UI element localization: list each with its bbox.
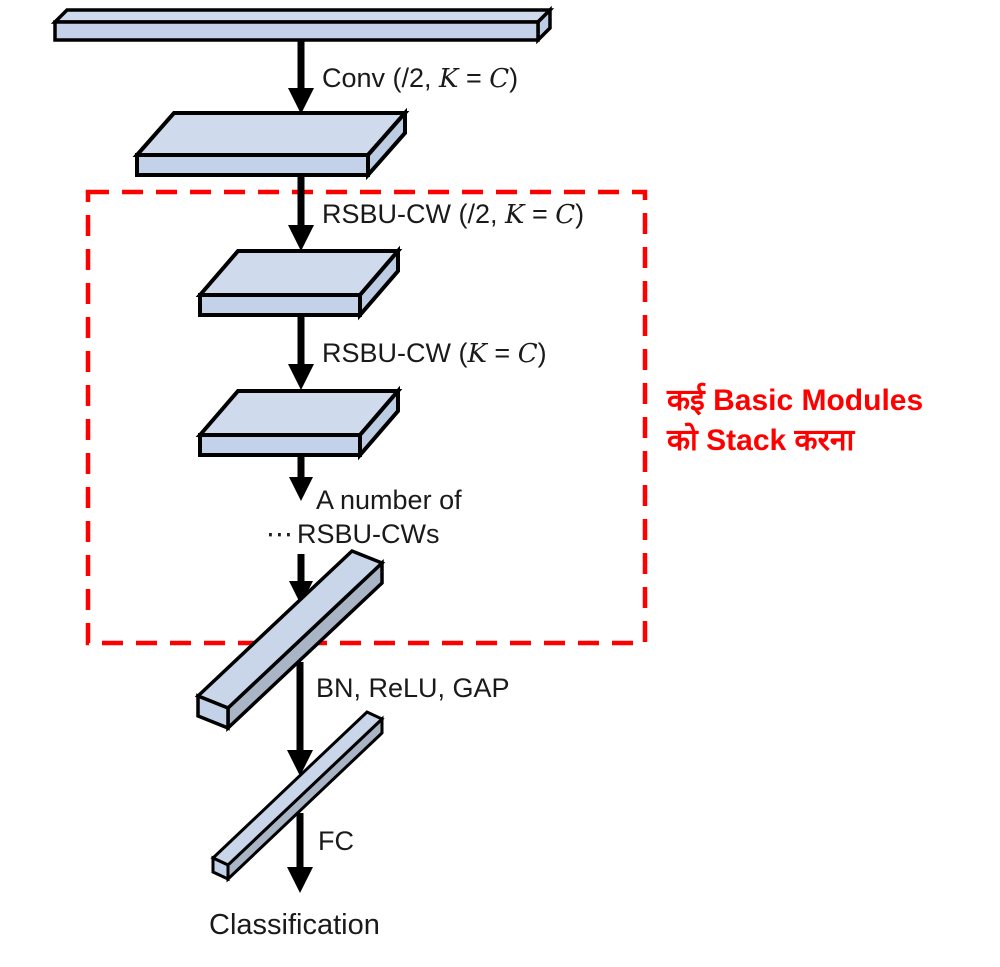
input-bar-front-face <box>53 20 540 42</box>
rsbu-downsample-arrow <box>288 176 314 251</box>
gap-feature-bar <box>194 548 386 733</box>
stack-arrow-upper <box>289 456 313 501</box>
rsbu-plate-1 <box>195 245 403 321</box>
fc-arrow-head <box>287 867 313 893</box>
stack-arrow-lower <box>289 554 313 605</box>
input-bar-top-face <box>50 8 555 24</box>
stack-more-label-line2: ⋯RSBU-CWs <box>266 519 440 549</box>
rsbu-plate-2-front-face <box>198 433 362 457</box>
stack-annotation: कई Basic Modules को Stack करना <box>666 382 923 457</box>
stack-annotation-line2: को Stack करना <box>666 422 855 457</box>
rsbu-arrow-head <box>288 364 314 390</box>
stack-more-label-line1: A number of <box>316 485 462 515</box>
bn-relu-gap-arrow-head <box>287 750 313 776</box>
bn-relu-gap-label: BN, ReLU, GAP <box>316 673 510 703</box>
bn-relu-gap-arrow <box>287 662 313 776</box>
conv-plate-top-face <box>132 111 410 157</box>
stack-annotation-line1: कई Basic Modules <box>666 382 923 417</box>
stack-arrow-lower-head <box>289 581 313 605</box>
conv-arrow-head <box>288 88 314 114</box>
stack-arrow-upper-head <box>289 477 313 501</box>
rsbu-arrow <box>288 316 314 390</box>
fc-bar-end-cap <box>211 855 230 882</box>
fc-feature-bar <box>210 710 385 883</box>
stacked-modules-dashed-box <box>85 189 648 646</box>
conv-output-plate <box>132 107 410 181</box>
rsbu-plate-1-front-face <box>198 293 362 317</box>
fc-arrow <box>287 813 313 893</box>
conv-arrow <box>288 40 314 114</box>
input-signal-bar <box>50 5 555 45</box>
rsbu-label: RSBU-CW (K = C) <box>322 338 547 369</box>
fc-bar-side-face <box>226 715 384 883</box>
rsbu-downsample-label: RSBU-CW (/2, K = C) <box>322 199 584 230</box>
classification-label: Classification <box>209 909 380 941</box>
rsbu-plate-2 <box>195 385 403 461</box>
rsbu-downsample-arrow-head <box>288 225 314 251</box>
ellipsis-dots: ⋯ <box>266 519 293 549</box>
conv-plate-front-face <box>135 153 370 177</box>
gap-bar-end-cap <box>196 693 230 731</box>
conv-label: Conv (/2, K = C) <box>322 63 518 94</box>
fc-label: FC <box>318 826 354 856</box>
